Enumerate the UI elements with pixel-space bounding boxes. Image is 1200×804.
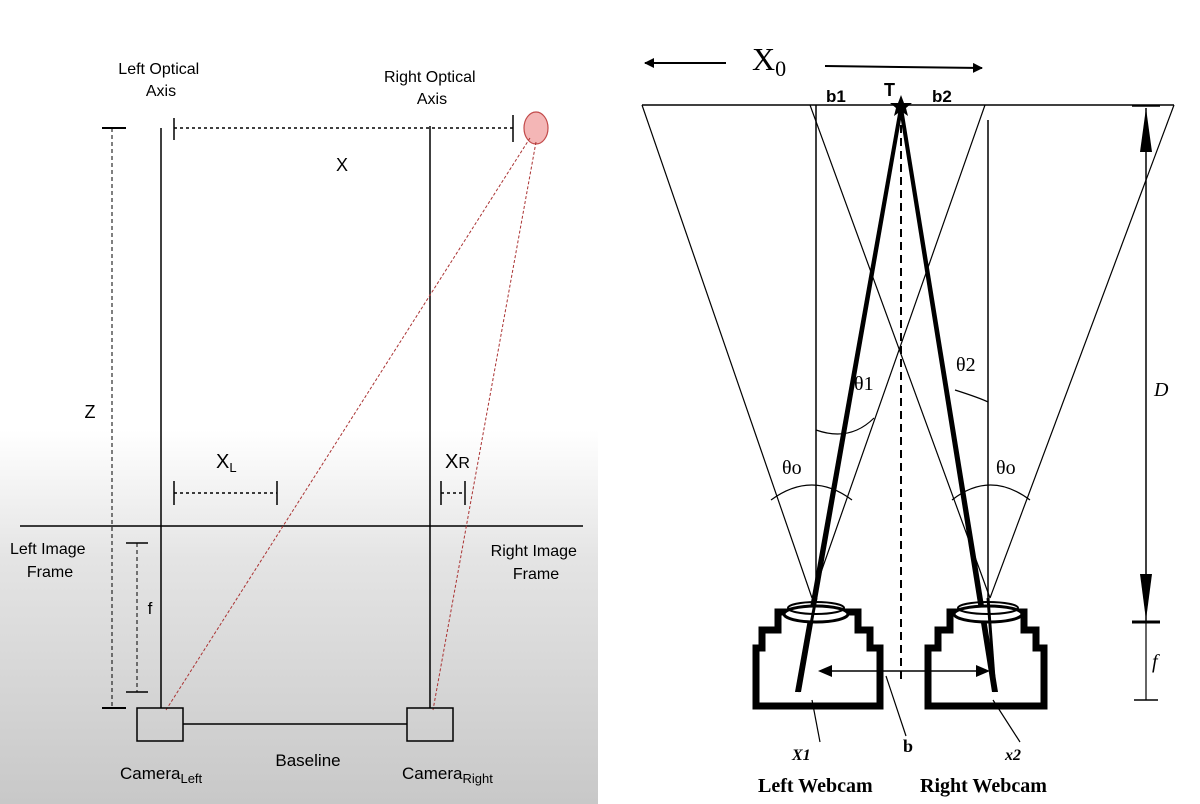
left-ray-over — [796, 597, 818, 693]
b2-label: b2 — [932, 87, 952, 106]
left-ray-thick — [795, 108, 903, 692]
z-label: Z — [85, 402, 96, 422]
b-label: b — [903, 736, 913, 756]
b-arrow-right — [976, 665, 990, 677]
d-label: D — [1153, 379, 1169, 401]
b-leader — [885, 675, 907, 737]
right-webcam-body — [924, 608, 1048, 710]
right-fov-edge-outer — [989, 104, 1175, 599]
theta1-label: θ1 — [854, 373, 874, 395]
camera-right-label: CameraRight — [402, 764, 493, 786]
theta2-label: θ2 — [956, 354, 976, 376]
d-arrow-bottom — [1140, 574, 1152, 620]
f-label-right: f — [1152, 651, 1160, 673]
x0-label: X0 — [752, 41, 786, 81]
right-image-frame-label: Right Image Frame — [491, 543, 582, 583]
left-webcam-body — [752, 608, 884, 710]
target-star-icon — [890, 95, 912, 116]
theta1-arc — [815, 417, 875, 435]
f-label-left: f — [148, 599, 153, 618]
camera-right-box — [406, 707, 454, 742]
theta0-right-arc — [951, 484, 1031, 501]
baseline-label: Baseline — [275, 751, 340, 770]
theta0-right-label: θo — [996, 457, 1016, 479]
b1-label: b1 — [826, 87, 846, 106]
d-arrow-top — [1140, 108, 1152, 152]
xr-label: XR — [445, 451, 470, 473]
x0-arrow-right — [824, 62, 983, 73]
theta2-arc — [954, 389, 989, 403]
target-object — [523, 111, 549, 145]
left-ray — [165, 137, 531, 711]
right-ray — [432, 141, 537, 711]
left-optical-axis-label: Left Optical Axis — [118, 61, 203, 100]
stereo-geometry-svg: Left Optical Axis Right Optical Axis X Z… — [10, 61, 583, 786]
right-ray-over — [986, 597, 997, 693]
x2-leader — [992, 699, 1021, 743]
theta0-left-arc — [770, 484, 853, 501]
t-label: T — [884, 80, 895, 100]
x2-label: x2 — [1004, 747, 1021, 764]
theta0-left-label: θo — [782, 457, 802, 479]
x1-leader — [811, 699, 821, 743]
right-ray-thick — [899, 108, 998, 692]
left-webcam-label: Left Webcam — [758, 775, 873, 797]
right-webcam-label: Right Webcam — [920, 775, 1047, 797]
x-label: X — [336, 155, 348, 175]
left-image-frame-label: Left Image Frame — [10, 541, 90, 581]
left-fov-edge-inner — [811, 104, 986, 599]
left-fov-edge-outer — [641, 104, 813, 599]
camera-left-box — [136, 707, 184, 742]
right-optical-axis-label: Right Optical Axis — [384, 69, 480, 108]
x1-label: X1 — [791, 747, 811, 764]
camera-left-label: CameraLeft — [120, 764, 203, 786]
webcam-triangulation-diagram: X0 b1 b2 T θ1 θ2 θo θo D f X1 x2 b Left … — [598, 0, 1200, 804]
stereo-geometry-diagram: Left Optical Axis Right Optical Axis X Z… — [0, 0, 598, 804]
webcam-triangulation-svg: X0 b1 b2 T θ1 θ2 θo θo D f X1 x2 b Left … — [641, 41, 1175, 797]
xl-label: XL — [216, 451, 237, 475]
b-arrow-left — [818, 665, 832, 677]
